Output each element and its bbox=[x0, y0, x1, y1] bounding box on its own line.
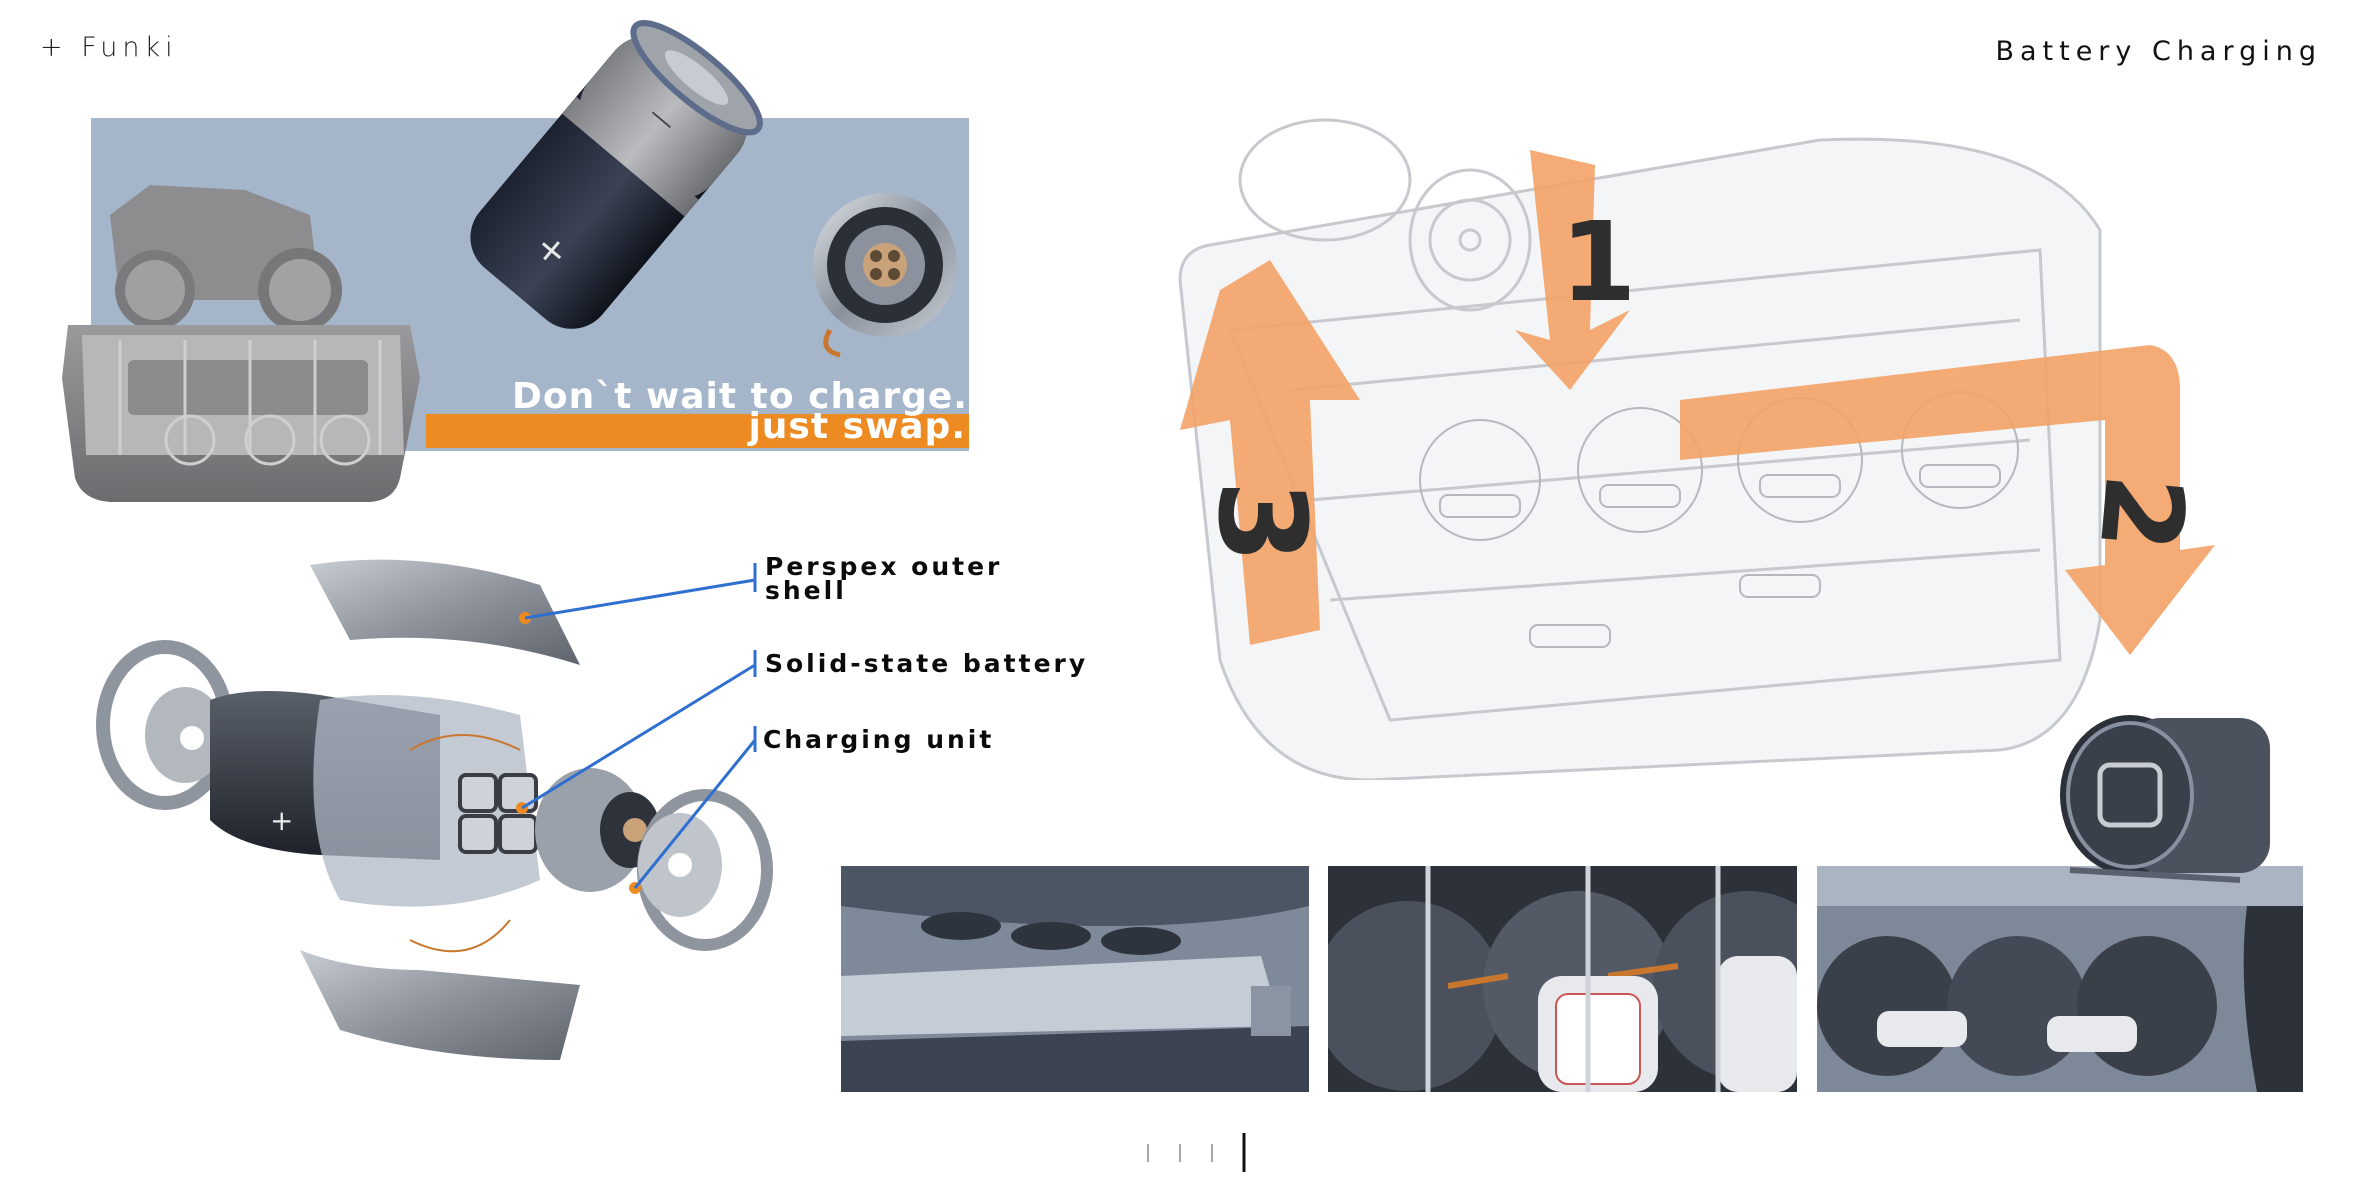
hero-illustration: — + bbox=[62, 20, 957, 502]
dock-model bbox=[62, 185, 420, 502]
charging-cap-model bbox=[813, 193, 957, 358]
exploded-battery-view: + bbox=[96, 559, 773, 1060]
callout-perspex-outer-shell: Perspex outer shell bbox=[765, 552, 1003, 605]
detail-render-rail bbox=[841, 866, 1309, 1092]
step-2-arrow: 2 bbox=[1680, 345, 2215, 655]
floating-charger-cap bbox=[2060, 715, 2270, 883]
detail-render-cells bbox=[1328, 866, 1797, 1092]
callout-solid-state-battery: Solid-state battery bbox=[765, 649, 1089, 678]
transparent-dock-view: 1 2 3 bbox=[1178, 118, 2215, 780]
step-2-number: 2 bbox=[2075, 469, 2209, 556]
slogan-line-1: Don`t wait to charge. bbox=[512, 376, 968, 417]
battery-model: — + bbox=[470, 20, 763, 329]
page-indicator[interactable] bbox=[1140, 1130, 1250, 1175]
slogan-line-2: just swap. bbox=[748, 406, 966, 447]
step-1-arrow: 1 bbox=[1515, 150, 1637, 390]
step-3-arrow: 3 bbox=[1180, 260, 1360, 645]
slogan-highlight-bar bbox=[426, 414, 969, 448]
exploded-plus-mark: + bbox=[270, 804, 293, 837]
step-3-number: 3 bbox=[1191, 480, 1330, 564]
callout-charging-unit: Charging unit bbox=[763, 725, 995, 754]
step-1-number: 1 bbox=[1560, 198, 1637, 326]
page-title: Battery Charging bbox=[1995, 36, 2322, 67]
brand-logo[interactable]: + Funki bbox=[40, 32, 178, 63]
